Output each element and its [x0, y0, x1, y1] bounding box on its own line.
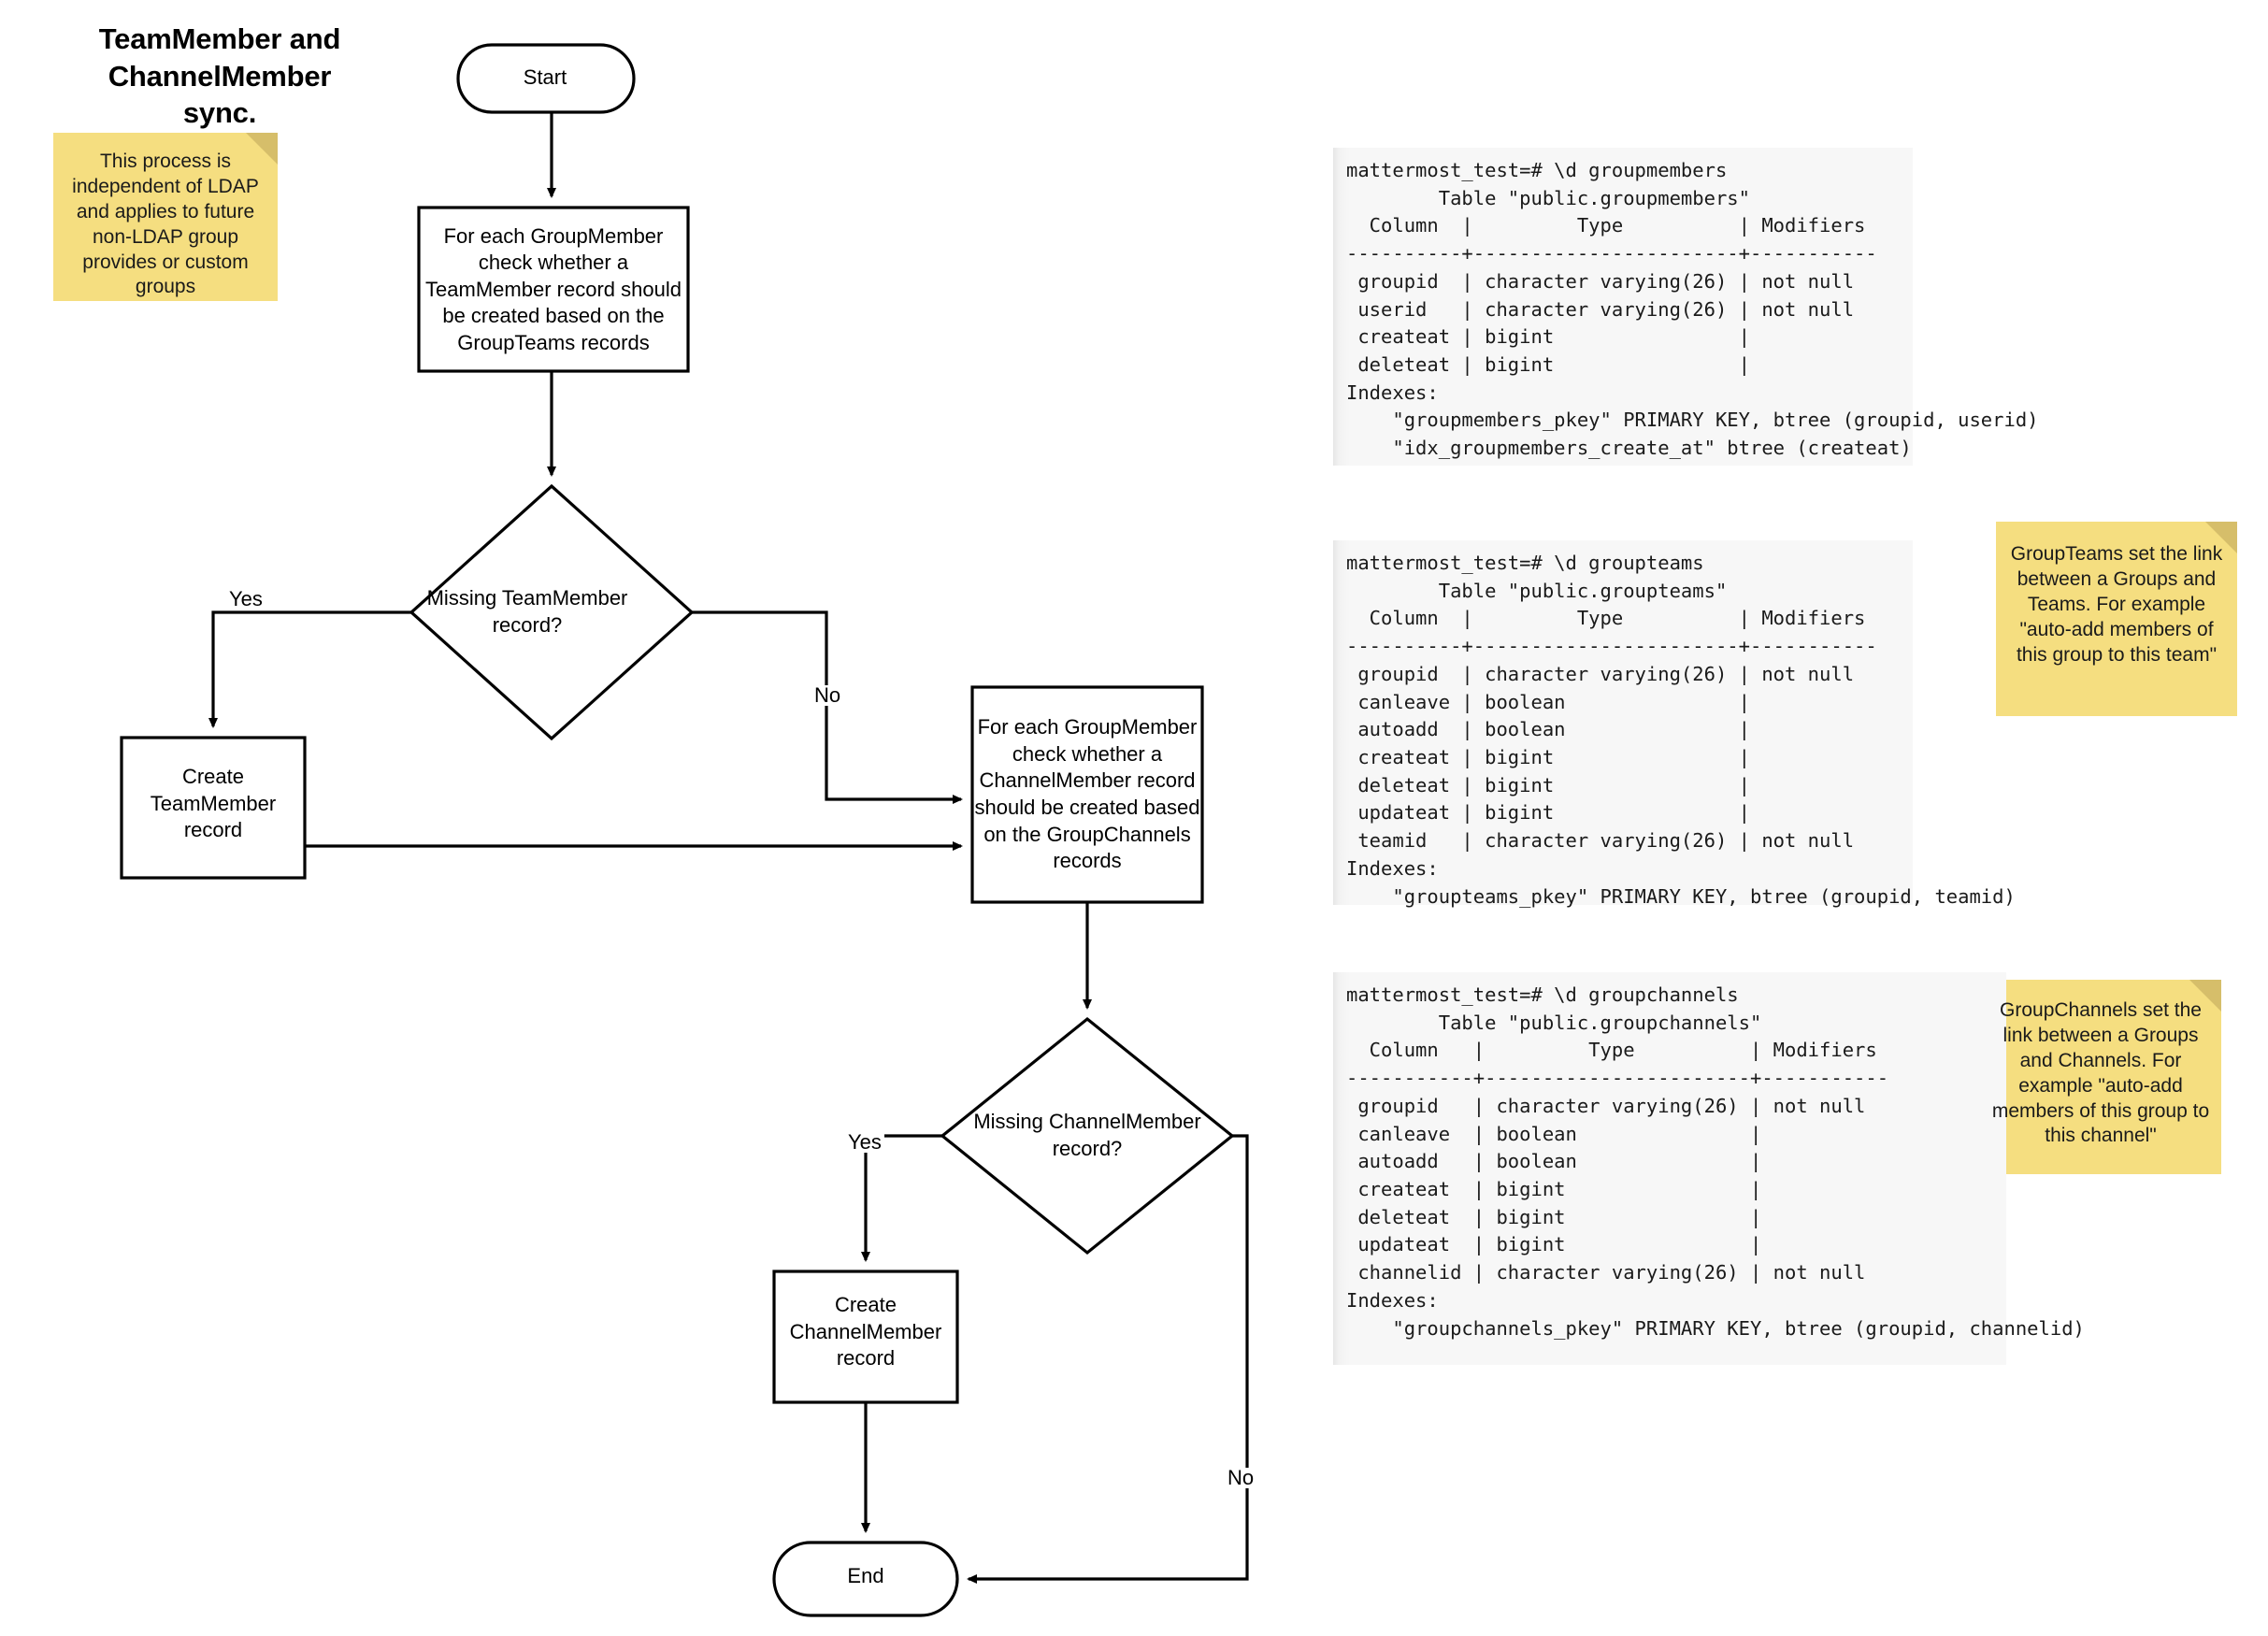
- sticky-note-groupteams-text: GroupTeams set the link between a Groups…: [2010, 543, 2223, 666]
- edge-decision2-yes: [861, 1134, 942, 1262]
- node-process-teammember: [417, 206, 690, 373]
- edge-label-no-teammember: No: [811, 685, 844, 706]
- page-title: TeamMember and ChannelMember sync.: [75, 21, 365, 132]
- edge-decision2-no: [967, 1134, 1249, 1584]
- node-decision-teammember: [409, 483, 695, 741]
- edge-decision1-yes: [208, 610, 411, 728]
- terminal-output-groupchannels: mattermost_test=# \d groupchannels Table…: [1333, 972, 2085, 1365]
- edge-label-no-channelmember: No: [1225, 1468, 1257, 1488]
- sticky-note-groupchannels: GroupChannels set the link between a Gro…: [1980, 980, 2221, 1174]
- sticky-note-groupteams: GroupTeams set the link between a Groups…: [1996, 522, 2237, 716]
- node-start: [456, 43, 636, 114]
- node-create-teammember: [120, 736, 307, 880]
- sticky-note-ldap-text: This process is independent of LDAP and …: [72, 151, 259, 298]
- edge-label-yes-channelmember: Yes: [845, 1132, 884, 1153]
- terminal-output-groupmembers: mattermost_test=# \d groupmembers Table …: [1333, 148, 2039, 466]
- node-decision-channelmember: [940, 1016, 1235, 1256]
- sticky-note-groupchannels-text: GroupChannels set the link between a Gro…: [1991, 999, 2210, 1147]
- edge-decision1-no: [692, 610, 963, 804]
- sticky-note-ldap: This process is independent of LDAP and …: [53, 133, 278, 301]
- edge-label-yes-teammember: Yes: [226, 589, 266, 610]
- page-title-line1: TeamMember and: [98, 22, 341, 55]
- node-create-channelmember: [772, 1270, 959, 1404]
- page-title-line2: ChannelMember sync.: [108, 59, 332, 130]
- node-process-channelmember: [970, 685, 1204, 904]
- node-end: [772, 1541, 959, 1617]
- terminal-output-groupteams: mattermost_test=# \d groupteams Table "p…: [1333, 540, 2016, 908]
